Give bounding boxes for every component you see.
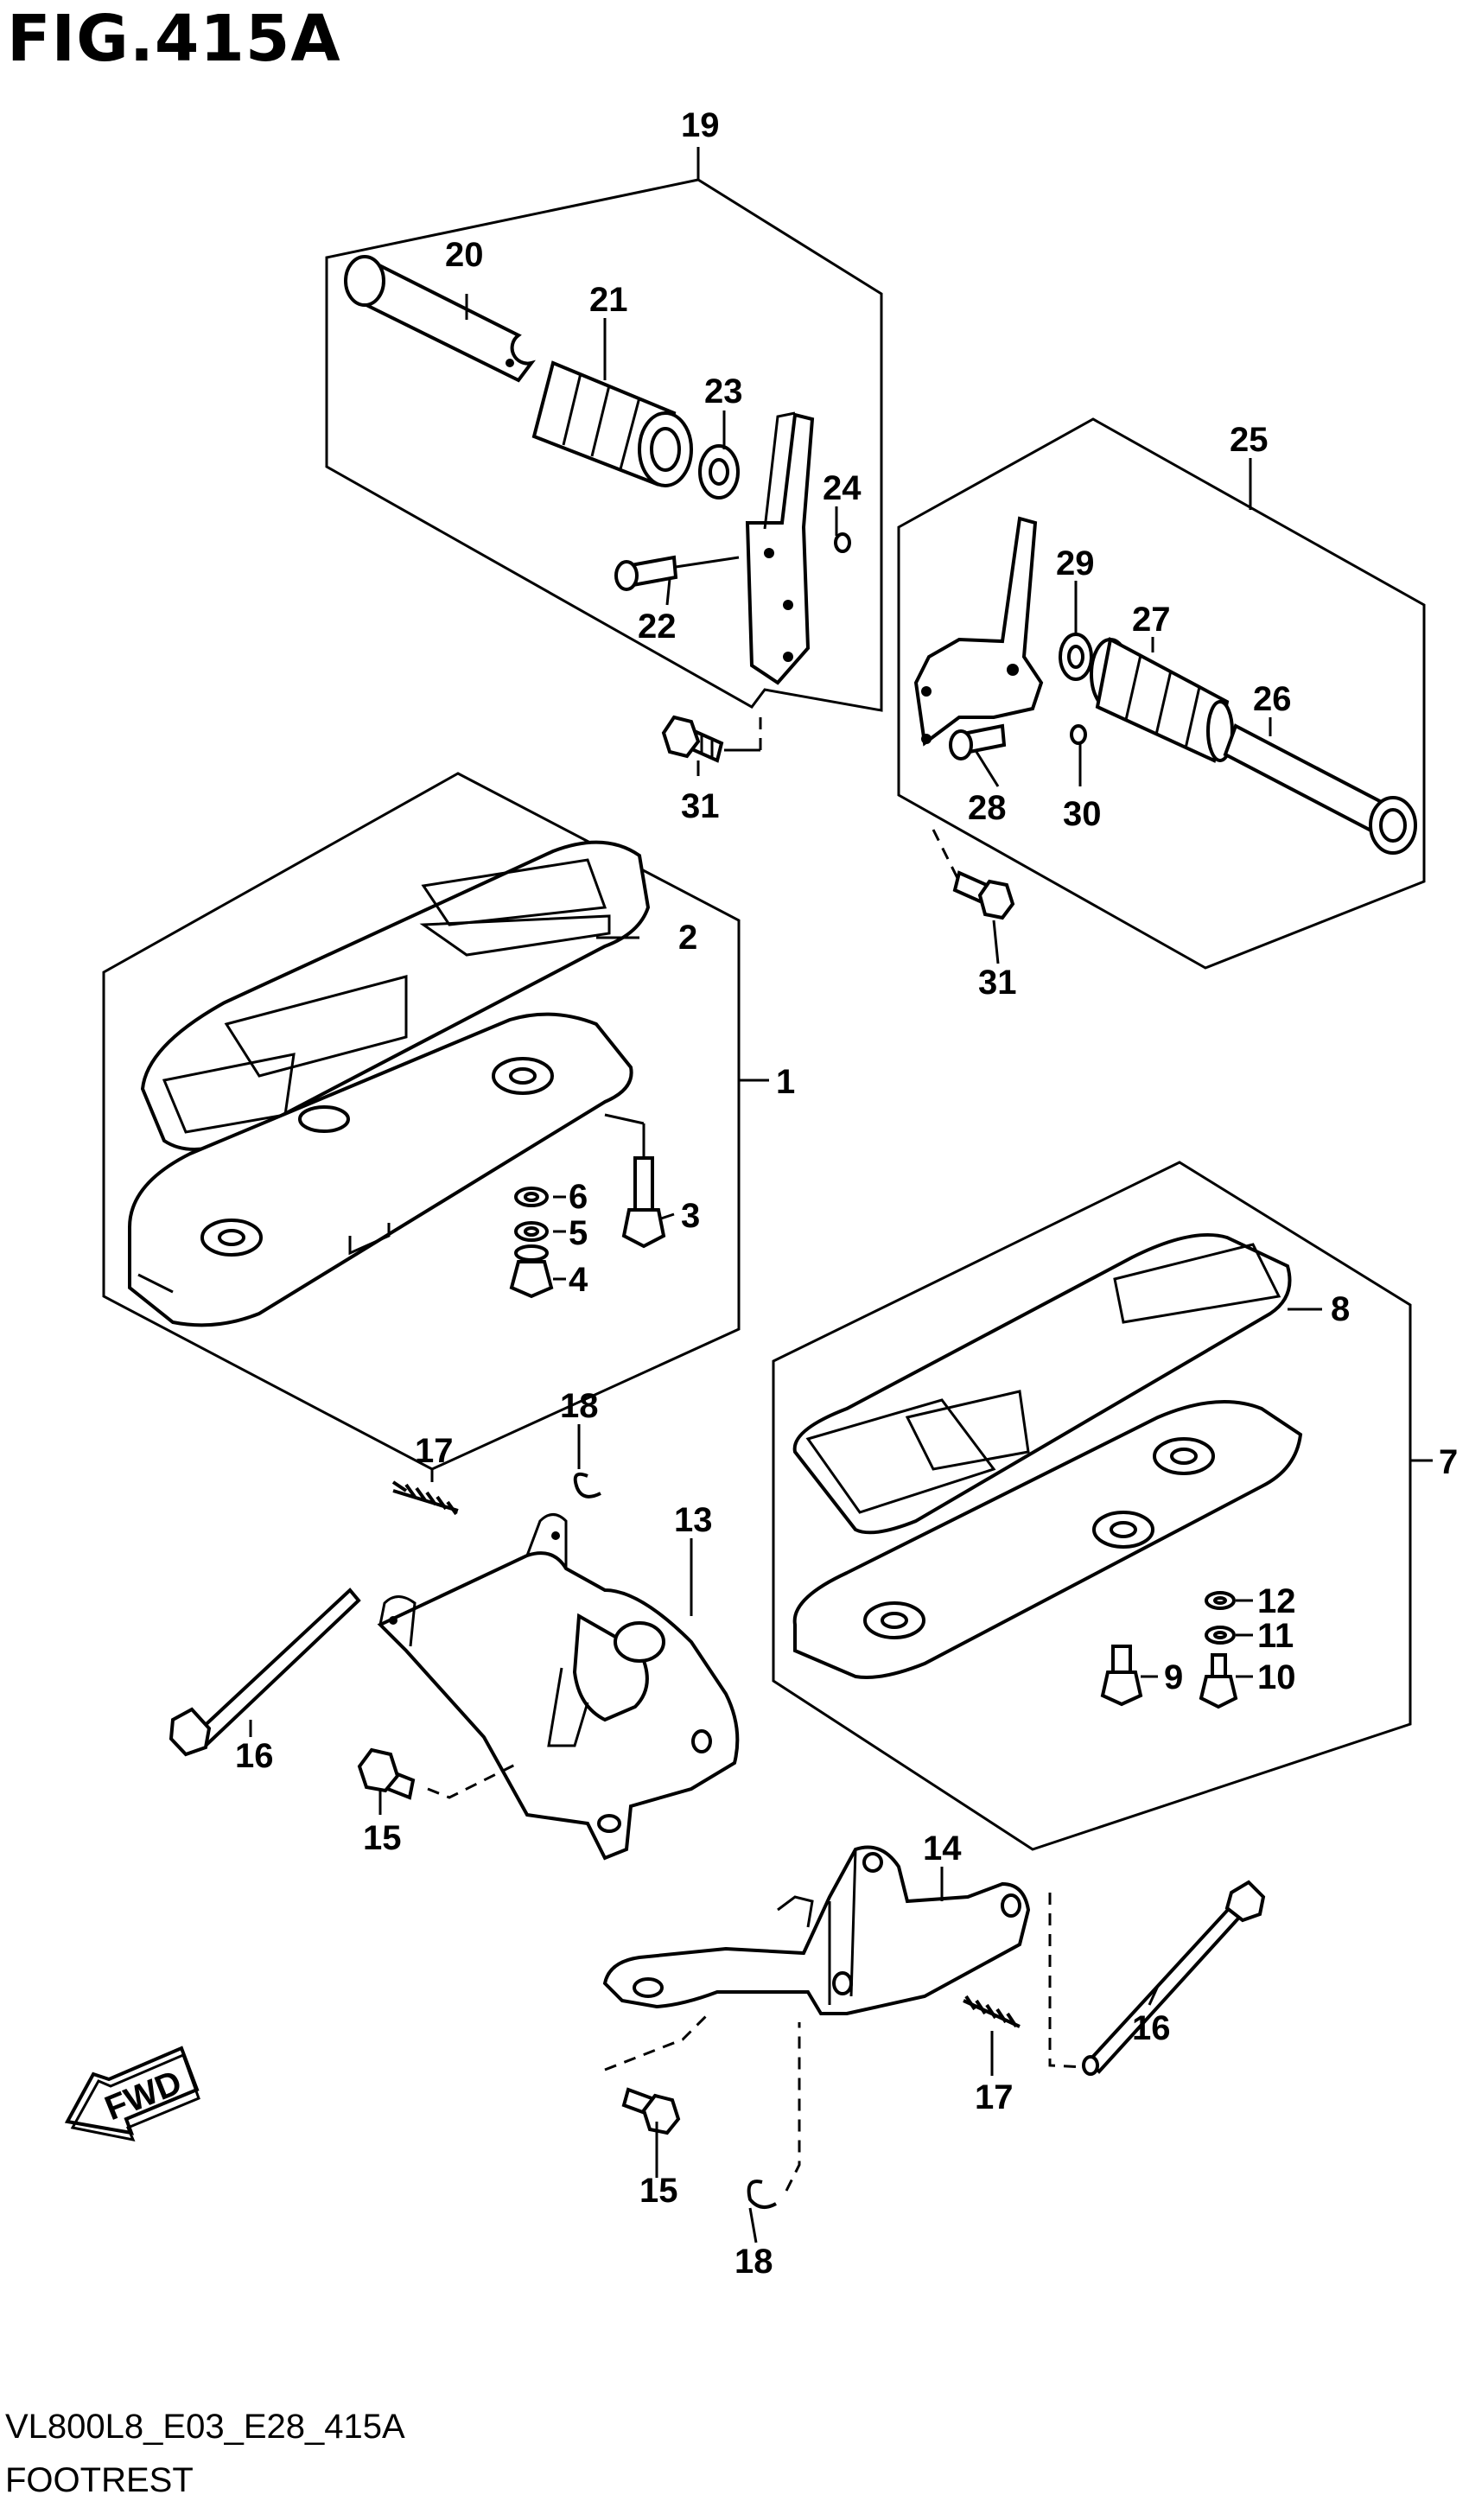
callout-28: 28 bbox=[968, 789, 1007, 827]
callout-25: 25 bbox=[1230, 421, 1269, 459]
figure-name: FOOTREST bbox=[5, 2461, 194, 2499]
bolt-10 bbox=[1199, 1653, 1238, 1709]
assembly-1-outline bbox=[102, 772, 769, 1471]
callout-6: 6 bbox=[569, 1178, 588, 1216]
washer-5 bbox=[514, 1221, 549, 1242]
floorboard-base-right bbox=[792, 1400, 1303, 1679]
bolt-31-right bbox=[932, 829, 1015, 920]
callout-16-right: 16 bbox=[1132, 2009, 1171, 2047]
bolt-9 bbox=[1100, 1645, 1143, 1707]
bolt-31-left bbox=[661, 715, 762, 763]
bolt-15-left bbox=[357, 1747, 519, 1800]
bracket-left-peg bbox=[745, 411, 815, 685]
callout-30: 30 bbox=[1063, 795, 1102, 833]
long-bolt-16-left bbox=[169, 1588, 361, 1757]
callout-22: 22 bbox=[638, 608, 677, 646]
callout-8: 8 bbox=[1331, 1290, 1350, 1328]
spring-17-right bbox=[963, 1995, 1021, 2028]
footrest-bracket-13 bbox=[377, 1513, 740, 1861]
bolt-15-right bbox=[604, 2012, 710, 2135]
leader-lines bbox=[249, 294, 1322, 2243]
washer-12 bbox=[1205, 1591, 1236, 1610]
washer-6 bbox=[514, 1187, 549, 1207]
callout-9: 9 bbox=[1164, 1658, 1183, 1696]
washer-11 bbox=[1205, 1626, 1236, 1645]
callout-23: 23 bbox=[704, 372, 743, 410]
callout-2: 2 bbox=[678, 919, 697, 957]
footpeg-rubber-27 bbox=[1090, 636, 1234, 763]
footrest-bracket-14 bbox=[602, 1845, 1031, 2015]
callout-17-left: 17 bbox=[415, 1432, 454, 1470]
callout-21: 21 bbox=[589, 281, 628, 319]
assembly-19-outline bbox=[325, 147, 883, 712]
callout-29: 29 bbox=[1056, 544, 1095, 582]
assembly-25-outline bbox=[897, 417, 1426, 970]
footpeg-rubber-21 bbox=[531, 360, 693, 487]
callout-12: 12 bbox=[1257, 1582, 1296, 1620]
cotter-pin-24 bbox=[834, 532, 851, 553]
circlip-18-left bbox=[573, 1472, 601, 1499]
peg-pin-20 bbox=[344, 255, 536, 383]
callout-1: 1 bbox=[776, 1063, 795, 1101]
callout-26: 26 bbox=[1253, 680, 1292, 718]
callout-11: 11 bbox=[1257, 1617, 1294, 1655]
bolt-3 bbox=[604, 1113, 666, 1249]
fwd-arrow-icon: FWD bbox=[64, 2046, 200, 2142]
washer-29 bbox=[1059, 633, 1093, 681]
washer-23 bbox=[698, 444, 740, 500]
floorboard-rubber-8 bbox=[792, 1232, 1292, 1535]
spring-17-left bbox=[391, 1480, 459, 1516]
callout-5: 5 bbox=[569, 1214, 588, 1252]
assembly-7-outline bbox=[772, 1161, 1433, 1851]
clevis-pin-28 bbox=[949, 723, 1007, 760]
callout-31-right: 31 bbox=[978, 964, 1017, 1002]
callout-18-left: 18 bbox=[560, 1387, 599, 1425]
callout-27: 27 bbox=[1132, 601, 1171, 639]
clevis-pin-22 bbox=[614, 555, 740, 591]
bracket-right-peg bbox=[913, 516, 1044, 747]
callout-31-left: 31 bbox=[681, 787, 720, 825]
callout-19: 19 bbox=[681, 106, 720, 144]
figure-title: FIG.415A bbox=[7, 2, 341, 76]
callout-20: 20 bbox=[445, 236, 484, 274]
peg-pin-26 bbox=[1223, 723, 1417, 855]
callout-14: 14 bbox=[923, 1830, 962, 1868]
callout-4: 4 bbox=[569, 1261, 588, 1299]
circlip-18-right bbox=[747, 2022, 801, 2209]
callout-7: 7 bbox=[1439, 1443, 1458, 1481]
callout-13: 13 bbox=[674, 1501, 713, 1539]
callout-15-left: 15 bbox=[363, 1819, 402, 1857]
callout-18-right: 18 bbox=[734, 2243, 773, 2281]
long-bolt-16-right bbox=[1048, 1880, 1266, 2076]
bolt-4 bbox=[509, 1244, 554, 1299]
callout-10: 10 bbox=[1257, 1658, 1296, 1696]
callout-labels: 19 20 21 23 24 22 31 25 29 27 26 28 30 3… bbox=[235, 106, 1458, 2281]
callout-17-right: 17 bbox=[975, 2078, 1014, 2116]
callout-3: 3 bbox=[681, 1197, 700, 1235]
callout-15-right: 15 bbox=[639, 2172, 678, 2210]
callout-16-left: 16 bbox=[235, 1737, 274, 1775]
callout-24: 24 bbox=[823, 469, 862, 507]
floorboard-base-left bbox=[128, 1012, 633, 1327]
figure-code: VL800L8_E03_E28_415A bbox=[5, 2408, 405, 2446]
cotter-pin-30 bbox=[1070, 724, 1087, 745]
